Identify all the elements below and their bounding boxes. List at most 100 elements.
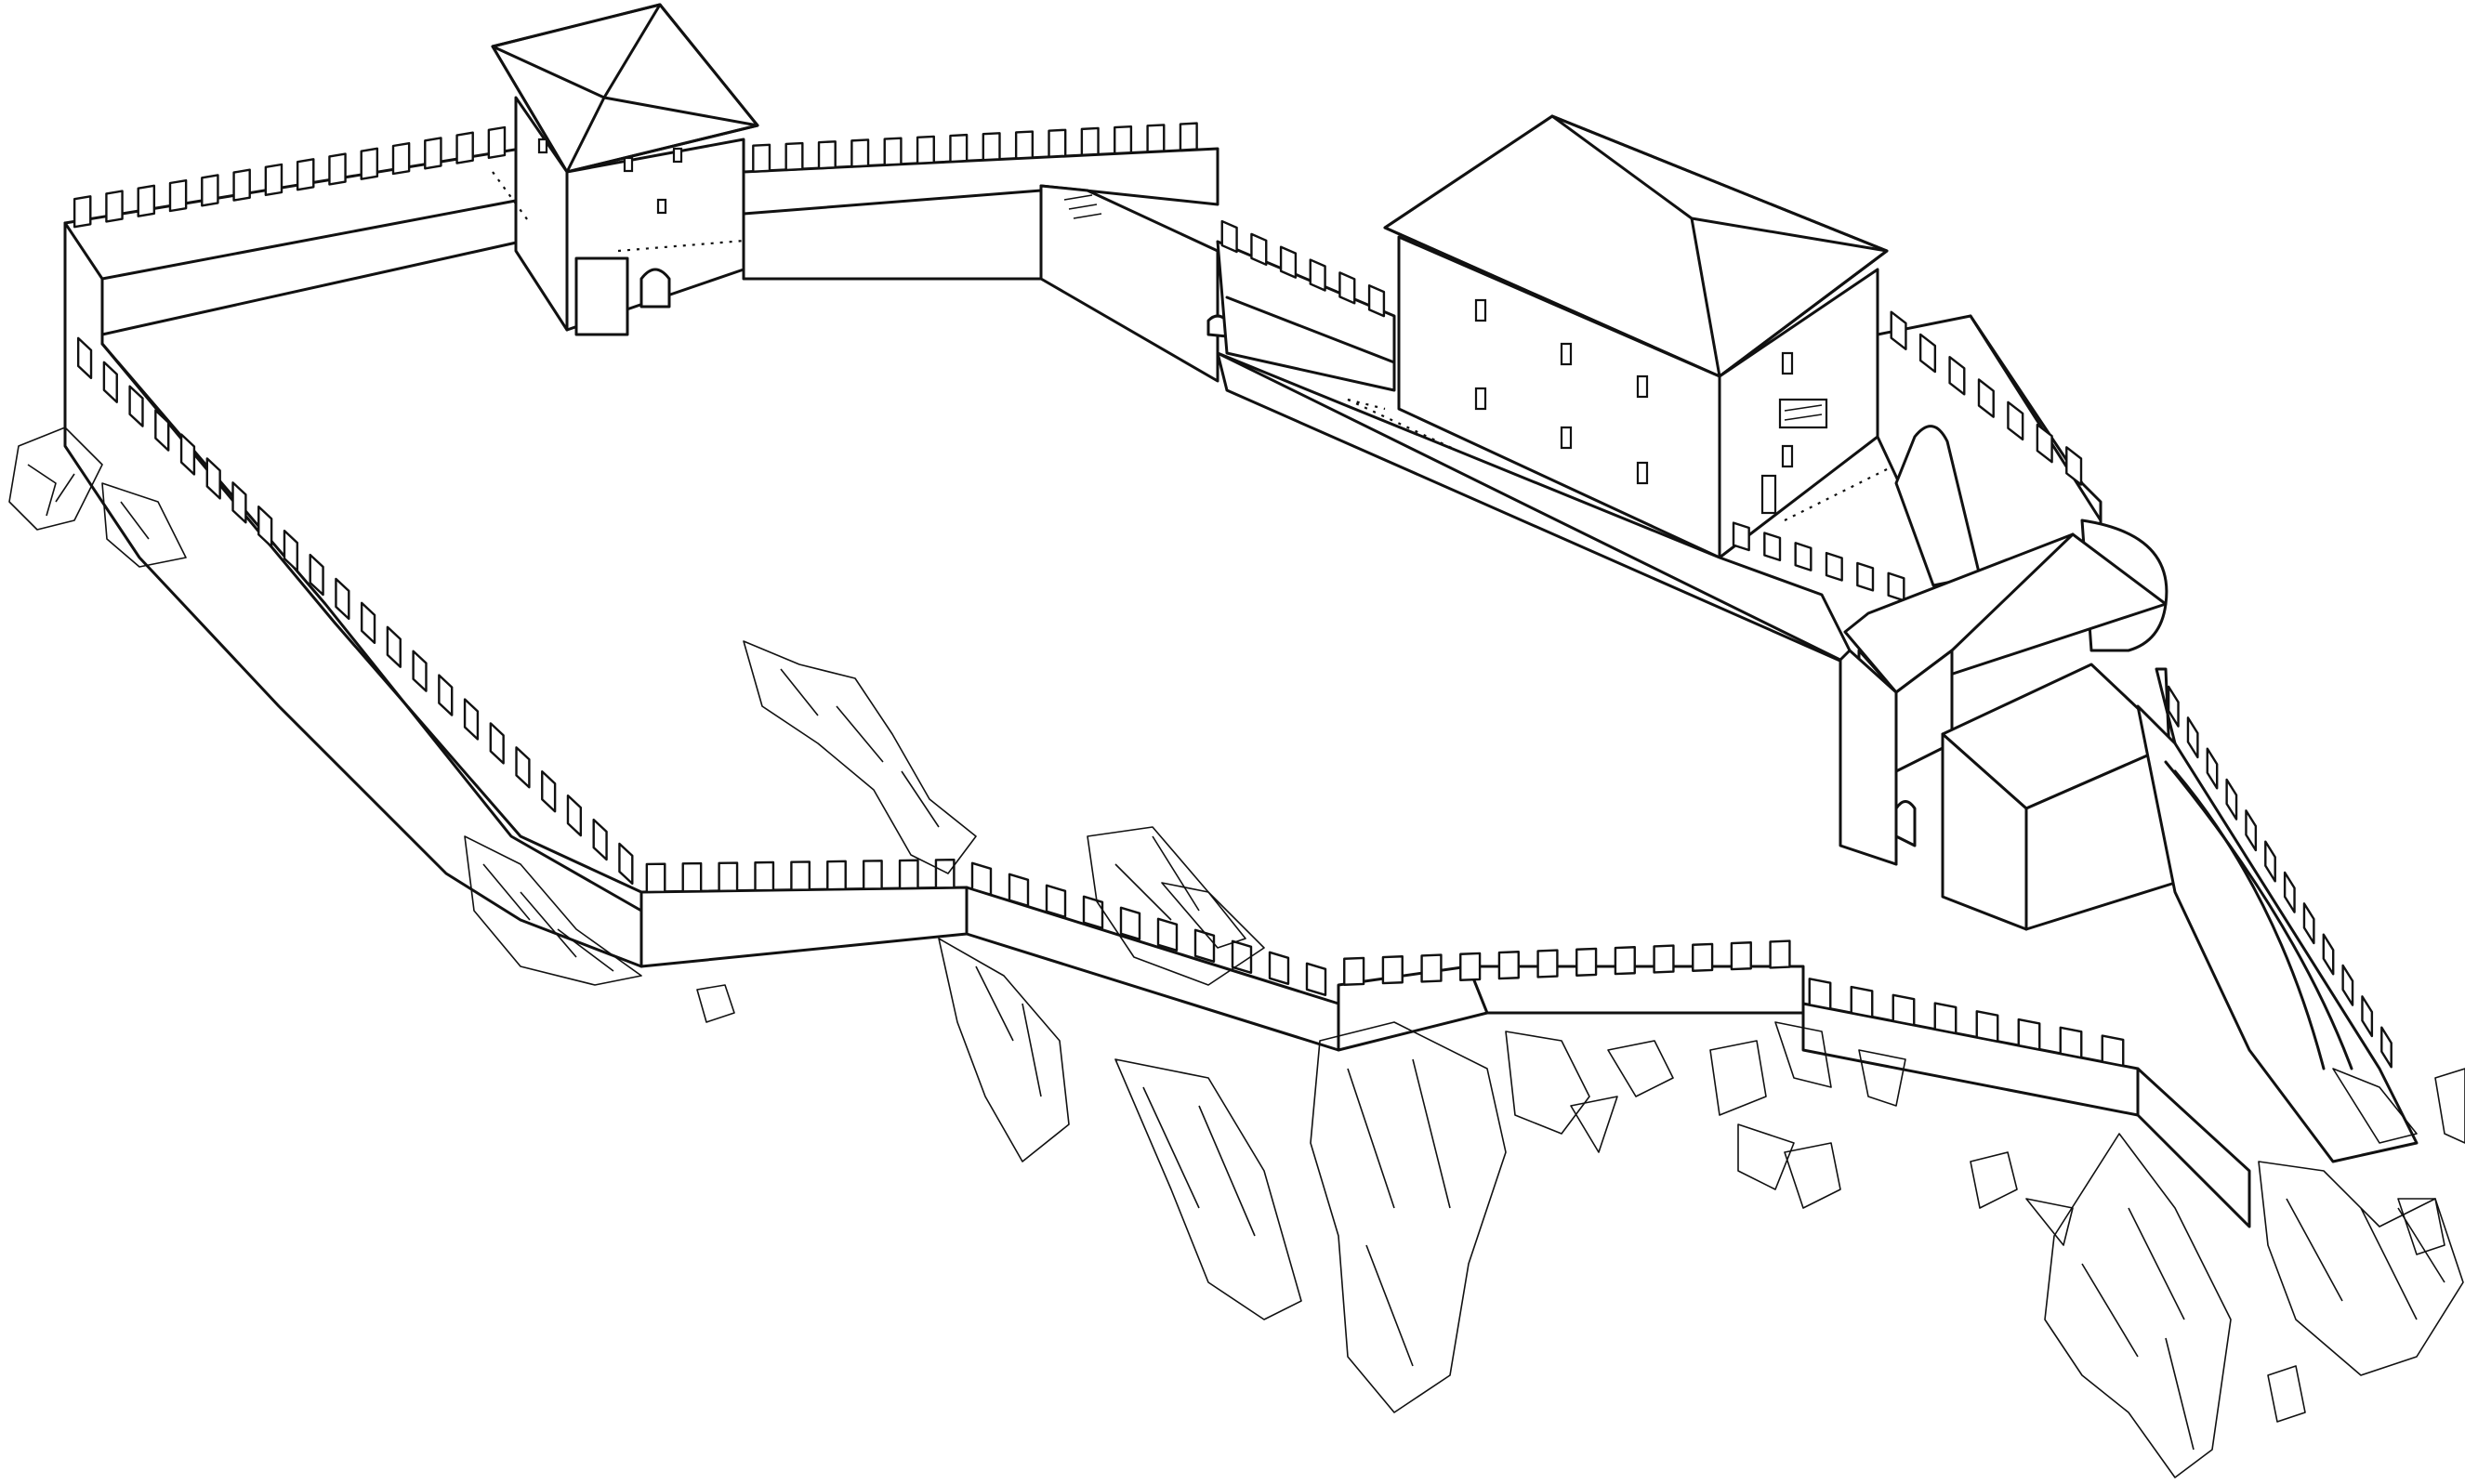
- merlon: [2380, 1026, 2392, 1069]
- merlon: [1008, 873, 1030, 907]
- merlon: [1305, 962, 1327, 996]
- merlon: [264, 163, 283, 197]
- merlon: [2225, 778, 2238, 821]
- merlon: [862, 860, 883, 890]
- merlon: [412, 650, 428, 692]
- merlon: [934, 858, 956, 889]
- merlon: [2341, 964, 2354, 1006]
- merlon: [1080, 126, 1100, 157]
- merlon: [1887, 571, 1905, 602]
- merlon: [949, 133, 969, 164]
- house-wall-battlements: [1732, 521, 1905, 602]
- merlon: [335, 577, 350, 621]
- merlon: [982, 132, 1001, 162]
- merlon: [309, 553, 324, 597]
- merlon: [817, 140, 837, 170]
- merlon: [386, 625, 402, 668]
- merlon: [1014, 130, 1035, 160]
- merlon: [2065, 446, 2083, 486]
- merlon: [360, 147, 379, 180]
- gate-tower: [491, 3, 793, 336]
- merlon: [826, 860, 847, 891]
- merlon: [76, 336, 93, 380]
- merlon: [1890, 310, 1907, 350]
- merlon: [681, 861, 703, 893]
- merlon: [645, 862, 666, 894]
- merlon: [754, 860, 775, 892]
- north-east-battlements: [1220, 219, 1386, 318]
- merlon: [1730, 941, 1752, 971]
- merlon: [1692, 942, 1714, 972]
- merlon: [102, 361, 118, 403]
- merlon: [1808, 978, 1832, 1010]
- merlon: [1794, 542, 1812, 571]
- merlon: [752, 143, 771, 173]
- merlon: [784, 141, 804, 172]
- merlon: [718, 861, 739, 893]
- merlon: [592, 818, 608, 861]
- merlon: [1279, 245, 1298, 279]
- merlon: [231, 481, 247, 524]
- merlon: [1918, 333, 1937, 374]
- east-curtain-battlements: [2167, 685, 2392, 1069]
- house-wall: [1216, 351, 1861, 671]
- merlon: [898, 859, 919, 890]
- merlon: [1367, 284, 1386, 318]
- merlon: [205, 457, 221, 500]
- merlon: [790, 860, 811, 891]
- merlon: [1948, 356, 1966, 396]
- merlon: [2007, 401, 2024, 441]
- merlon: [424, 137, 442, 170]
- merlon: [283, 529, 299, 572]
- merlon: [1343, 956, 1365, 986]
- merlon: [489, 722, 505, 765]
- merlon: [154, 409, 170, 452]
- merlon: [1250, 232, 1268, 267]
- north-battlements: [752, 122, 1198, 173]
- merlon: [916, 135, 935, 165]
- merlon: [2264, 840, 2276, 883]
- merlon: [2283, 871, 2296, 913]
- merlon: [1892, 993, 1916, 1027]
- merlon: [566, 794, 583, 837]
- merlon: [1179, 122, 1198, 151]
- merlon: [970, 861, 993, 896]
- merlon: [1156, 917, 1179, 952]
- merlon: [1614, 946, 1636, 976]
- merlon: [1763, 532, 1782, 562]
- merlon: [1933, 1002, 1958, 1035]
- merlon: [1825, 551, 1843, 582]
- merlon: [179, 433, 196, 476]
- merlon: [1497, 951, 1520, 980]
- merlon: [1975, 1010, 1999, 1043]
- merlon: [541, 770, 557, 813]
- merlon: [2036, 423, 2053, 464]
- east-curtain-wall: [2136, 704, 2419, 1163]
- merlon: [515, 746, 531, 789]
- main-house: [1347, 114, 1916, 586]
- north-west-battlements: [72, 125, 507, 229]
- merlon: [1114, 125, 1133, 155]
- merlon: [618, 842, 634, 886]
- merlon: [1045, 884, 1067, 918]
- merlon: [883, 137, 903, 166]
- chapel: [1839, 519, 2177, 931]
- merlon: [1048, 128, 1067, 158]
- merlon: [105, 190, 124, 223]
- merlon: [1193, 928, 1216, 963]
- merlon: [1231, 939, 1253, 974]
- merlon: [1338, 271, 1356, 305]
- merlon: [1575, 947, 1598, 977]
- merlon: [2101, 1034, 2125, 1068]
- merlon: [72, 195, 92, 229]
- merlon: [438, 674, 454, 716]
- merlon: [2186, 716, 2199, 759]
- merlon: [2167, 685, 2180, 728]
- merlon: [1977, 378, 1995, 418]
- merlon: [2302, 902, 2315, 945]
- merlon: [328, 152, 347, 186]
- merlon: [1536, 949, 1559, 978]
- merlon: [296, 158, 315, 191]
- merlon: [1119, 906, 1141, 940]
